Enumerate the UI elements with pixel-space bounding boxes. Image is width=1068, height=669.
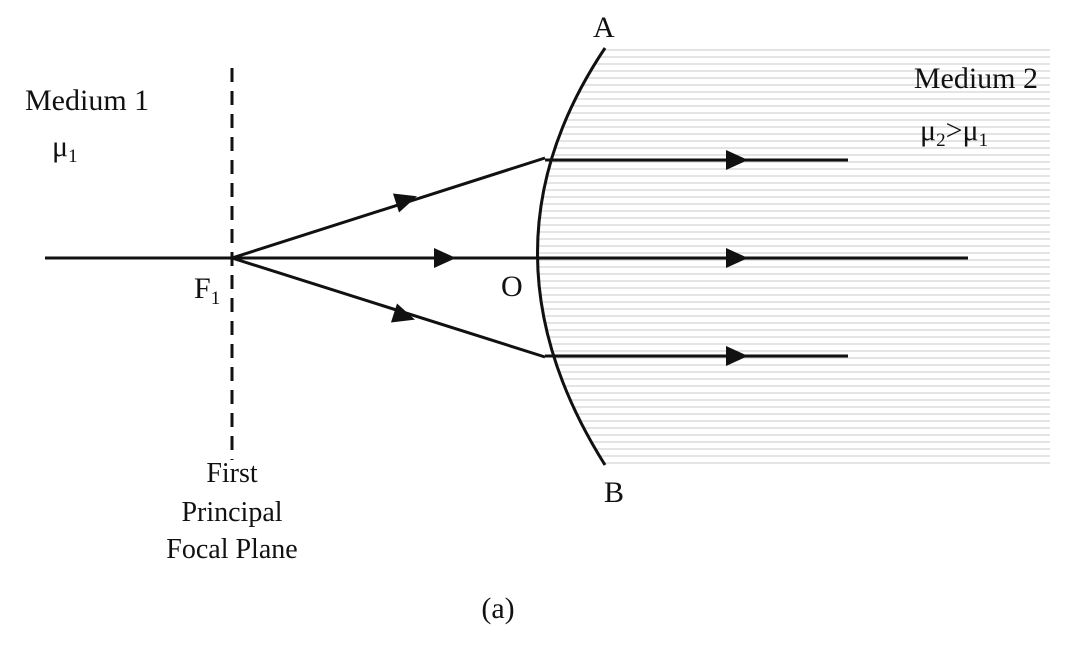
focal-plane-caption-line3: Focal Plane	[166, 534, 297, 565]
medium1-index: μ1	[52, 130, 78, 167]
arrow-axis-incident	[434, 248, 456, 268]
upper-incident-ray	[231, 156, 546, 260]
medium2-index-relation: μ2>μ1	[920, 114, 988, 151]
figure-caption: (a)	[481, 592, 514, 625]
point-a-label: A	[593, 11, 615, 44]
focal-plane-caption-line2: Principal	[181, 497, 282, 528]
pole-label: O	[501, 270, 523, 303]
arrow-lower-refracted	[726, 346, 748, 366]
refracting-surface	[536, 47, 607, 466]
focus-label: F1	[194, 272, 220, 309]
lower-incident-ray	[231, 256, 546, 359]
point-b-label: B	[604, 476, 624, 509]
arrow-upper-refracted	[726, 150, 748, 170]
medium2-name: Medium 2	[914, 62, 1038, 95]
focal-plane-caption-line1: First	[206, 458, 258, 489]
arrow-lower-incident	[390, 303, 415, 323]
medium1-name: Medium 1	[25, 84, 149, 117]
arrow-upper-incident	[392, 193, 417, 213]
arrow-axis-refracted	[726, 248, 748, 268]
